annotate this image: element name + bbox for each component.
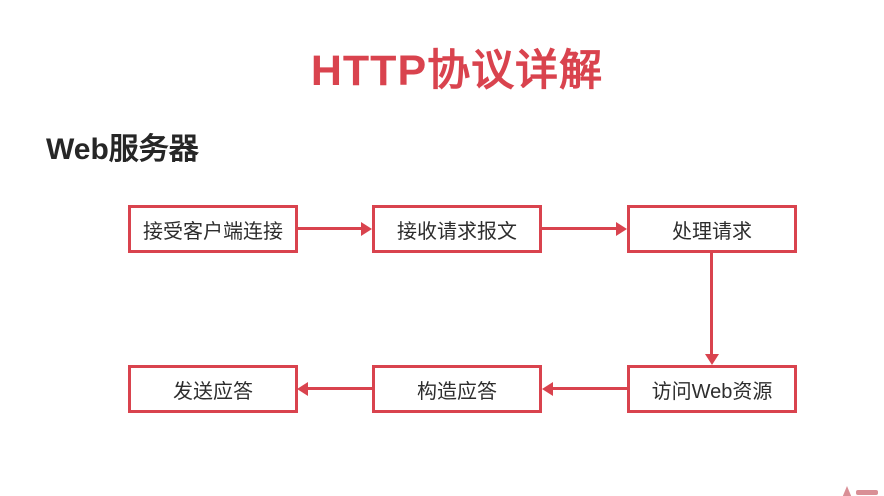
flow-arrow-process-to-access <box>705 252 719 365</box>
flow-arrow-receive-to-process <box>542 222 627 236</box>
arrowhead-left-icon <box>542 382 553 396</box>
arrow-line <box>551 387 627 390</box>
watermark-bar-icon <box>856 490 878 495</box>
flow-arrow-build-to-send <box>297 382 372 396</box>
watermark-triangle-icon <box>842 486 852 496</box>
flow-box-label: 构造应答 <box>417 380 497 403</box>
arrow-line <box>297 227 363 230</box>
section-heading: Web服务器 <box>46 133 199 166</box>
arrowhead-left-icon <box>297 382 308 396</box>
flow-box-label: 访问Web资源 <box>651 380 773 403</box>
flow-arrow-access-to-build <box>542 382 627 396</box>
page-title: HTTP协议详解 <box>310 47 604 95</box>
flow-box-access-web-resource: 访问Web资源 <box>627 365 797 413</box>
arrow-line <box>710 252 713 355</box>
arrowhead-right-icon <box>616 222 627 236</box>
flow-box-label: 发送应答 <box>173 380 253 403</box>
flow-box-send-response: 发送应答 <box>128 365 298 413</box>
flow-box-label: 处理请求 <box>672 220 752 243</box>
arrowhead-down-icon <box>705 354 719 365</box>
flow-box-process-request: 处理请求 <box>627 205 797 253</box>
flow-arrow-accept-to-receive <box>297 222 372 236</box>
arrow-line <box>542 227 618 230</box>
arrowhead-right-icon <box>361 222 372 236</box>
flow-box-label: 接受客户端连接 <box>143 220 283 243</box>
watermark-logo-fragment <box>840 484 884 496</box>
flow-box-accept-connection: 接受客户端连接 <box>128 205 298 253</box>
flow-box-receive-request: 接收请求报文 <box>372 205 542 253</box>
flow-box-label: 接收请求报文 <box>397 220 517 243</box>
arrow-line <box>306 387 372 390</box>
flow-box-build-response: 构造应答 <box>372 365 542 413</box>
